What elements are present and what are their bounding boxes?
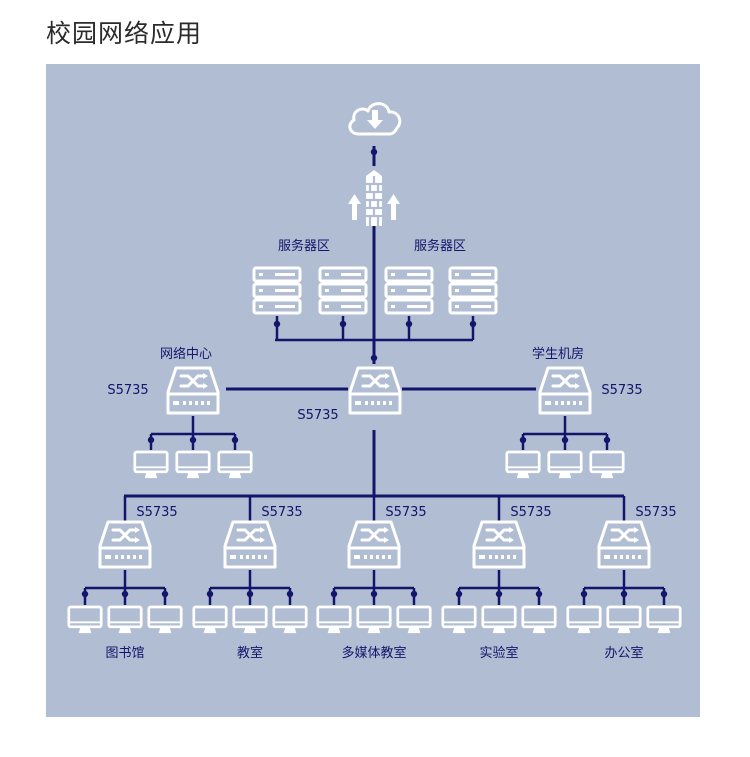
access-node-label: 多媒体教室 [341,645,406,661]
terminal-port-dot [81,590,89,598]
terminal-port-dot [370,590,378,598]
access-model-label: S5735 [510,505,551,520]
side-node-label: 网络中心 [160,346,212,362]
page-title: 校园网络应用 [46,19,203,48]
server-port-dot [339,320,347,328]
server-zone-label: 服务器区 [414,238,466,254]
server-rack-icon [252,266,302,315]
server-rack-icon [448,266,498,315]
terminal-port-dot [286,590,294,598]
access-node-label: 实验室 [479,645,518,661]
terminal-port-dot [206,590,214,598]
side-node-model: S5735 [601,383,642,398]
terminal-port-dot [603,436,611,444]
terminal-port-dot [410,590,418,598]
terminal-port-dot [246,590,254,598]
side-node-model: S5735 [107,383,148,398]
access-node-label: 图书馆 [105,646,144,661]
terminal-port-dot [330,590,338,598]
terminal-port-dot [620,590,628,598]
access-node-label: 办公室 [604,645,643,661]
terminal-port-dot [561,436,569,444]
core-model-label: S5735 [297,408,338,423]
access-node-label: 教室 [237,645,263,661]
access-model-label: S5735 [635,505,676,520]
access-model-label: S5735 [385,505,426,520]
terminal-port-dot [519,436,527,444]
server-rack-icon [318,266,368,315]
access-model-label: S5735 [261,505,302,520]
terminal-port-dot [660,590,668,598]
server-port-dot [405,320,413,328]
server-zone-label: 服务器区 [278,238,330,254]
server-port-dot [273,320,281,328]
terminal-port-dot [189,436,197,444]
terminal-port-dot [161,590,169,598]
server-port-dot [469,320,477,328]
terminal-port-dot [147,436,155,444]
server-rack-icon [384,266,434,315]
access-model-label: S5735 [136,505,177,520]
core-port-dot [370,354,378,362]
cloud-port-dot [370,148,378,156]
terminal-port-dot [231,436,239,444]
terminal-port-dot [580,590,588,598]
terminal-port-dot [495,590,503,598]
side-node-label: 学生机房 [532,346,584,362]
terminal-port-dot [121,590,129,598]
terminal-port-dot [455,590,463,598]
terminal-port-dot [535,590,543,598]
